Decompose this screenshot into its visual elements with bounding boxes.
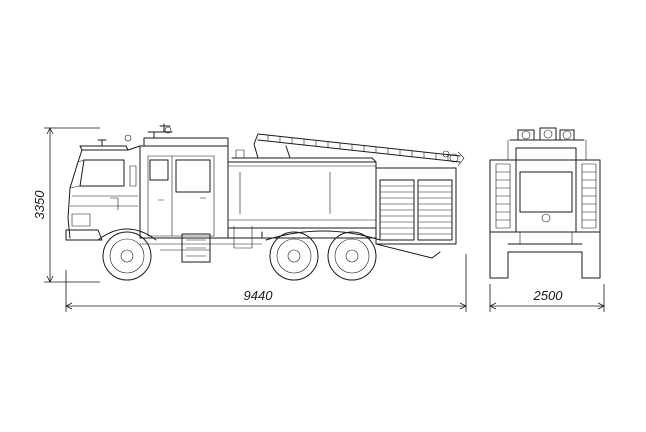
dimension-width: 2500: [489, 284, 605, 312]
dimension-height: 3350: [32, 127, 100, 283]
rear-view: [489, 127, 601, 279]
rear-wheel-1: [269, 231, 319, 281]
cab: [65, 139, 141, 241]
height-label: 3350: [32, 190, 47, 220]
pump-compartment: [375, 167, 457, 259]
dimension-length: 9440: [65, 254, 467, 312]
length-label: 9440: [244, 288, 274, 303]
width-label: 2500: [533, 288, 564, 303]
rear-wheel-2: [327, 231, 377, 281]
roof-ladder: [253, 133, 465, 167]
rear-fender: [265, 230, 381, 241]
front-wheel: [97, 228, 157, 281]
tank-body: [227, 149, 377, 229]
side-view: [65, 123, 465, 281]
